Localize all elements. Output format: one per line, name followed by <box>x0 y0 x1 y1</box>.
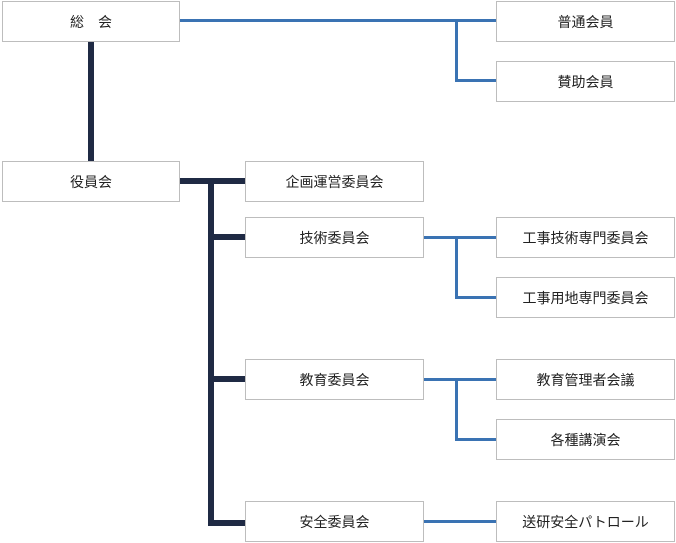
node-supporting-members: 賛助会員 <box>496 61 675 102</box>
connector-safety-branch <box>424 520 497 523</box>
connector-to-supporting <box>455 79 497 82</box>
connector-general-to-members <box>179 19 497 22</box>
connector-education-vertical <box>455 378 458 440</box>
node-technical-committee: 技術委員会 <box>245 217 424 258</box>
node-pipeline-patrol: 送研安全パトロール <box>496 501 675 542</box>
connector-education-branch <box>424 378 497 381</box>
node-safety-committee: 安全委員会 <box>245 501 424 542</box>
node-education-committee: 教育委員会 <box>245 359 424 400</box>
connector-technical-vertical <box>455 236 458 298</box>
connector-to-safety <box>208 520 245 526</box>
node-lectures: 各種講演会 <box>496 419 675 460</box>
connector-to-land <box>455 296 497 299</box>
connector-general-to-board <box>88 41 94 161</box>
connector-board-trunk-vertical <box>208 178 214 526</box>
connector-to-planning <box>208 178 245 184</box>
connector-to-technical <box>208 234 245 240</box>
node-construction-land-committee: 工事用地専門委員会 <box>496 277 675 318</box>
node-education-managers-meeting: 教育管理者会議 <box>496 359 675 400</box>
node-construction-tech-committee: 工事技術専門委員会 <box>496 217 675 258</box>
node-planning-committee: 企画運営委員会 <box>245 161 424 202</box>
node-regular-members: 普通会員 <box>496 1 675 42</box>
node-general-meeting: 総 会 <box>2 1 180 42</box>
connector-board-trunk-horizontal <box>179 178 213 184</box>
connector-technical-branch <box>424 236 497 239</box>
connector-members-vertical <box>455 19 458 81</box>
connector-to-education <box>208 376 245 382</box>
node-board: 役員会 <box>2 161 180 202</box>
connector-to-lectures <box>455 438 497 441</box>
